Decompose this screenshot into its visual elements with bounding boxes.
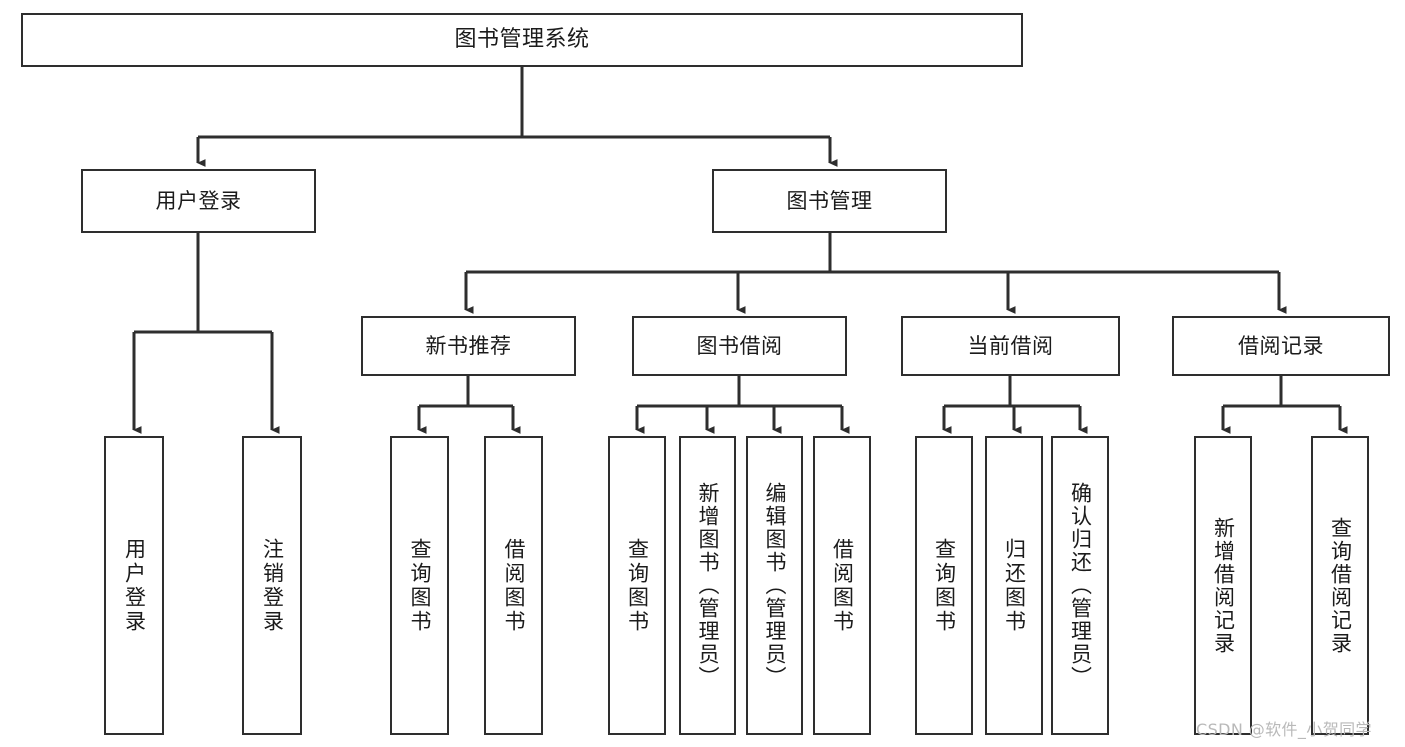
node-current-borrow[interactable]: 当前借阅: [901, 316, 1120, 376]
node-leaf-logout-label: 注销登录: [260, 537, 285, 634]
node-leaf-confirm-return-label: 确认归还（管理员）: [1068, 482, 1093, 689]
node-leaf-add-borrow-record[interactable]: 新增借阅记录: [1194, 436, 1252, 735]
node-borrow-record-label: 借阅记录: [1238, 333, 1324, 358]
node-root-label: 图书管理系统: [454, 27, 590, 53]
node-leaf-query-book-3[interactable]: 查询图书: [915, 436, 973, 735]
node-leaf-query-book-1[interactable]: 查询图书: [390, 436, 449, 735]
node-root[interactable]: 图书管理系统: [21, 13, 1023, 67]
node-new-book-recommend[interactable]: 新书推荐: [361, 316, 576, 376]
node-leaf-borrow-book-2-label: 借阅图书: [830, 537, 855, 634]
node-leaf-query-book-1-label: 查询图书: [408, 537, 432, 634]
node-leaf-edit-book-label: 编辑图书（管理员）: [763, 482, 787, 689]
node-leaf-borrow-book-1-label: 借阅图书: [502, 537, 526, 634]
node-leaf-borrow-book-2[interactable]: 借阅图书: [813, 436, 871, 735]
node-leaf-query-book-2[interactable]: 查询图书: [608, 436, 666, 735]
node-leaf-query-book-3-label: 查询图书: [932, 537, 957, 634]
node-leaf-add-book[interactable]: 新增图书（管理员）: [679, 436, 736, 735]
node-book-manage[interactable]: 图书管理: [712, 169, 947, 233]
node-leaf-return-book-label: 归还图书: [1002, 537, 1027, 634]
node-current-borrow-label: 当前借阅: [967, 333, 1054, 358]
node-leaf-return-book[interactable]: 归还图书: [985, 436, 1043, 735]
node-new-book-recommend-label: 新书推荐: [425, 333, 512, 358]
node-leaf-logout[interactable]: 注销登录: [242, 436, 302, 735]
node-leaf-query-borrow-record[interactable]: 查询借阅记录: [1311, 436, 1369, 735]
node-leaf-add-book-label: 新增图书（管理员）: [696, 482, 720, 689]
node-leaf-edit-book[interactable]: 编辑图书（管理员）: [746, 436, 803, 735]
node-book-borrow[interactable]: 图书借阅: [632, 316, 847, 376]
node-leaf-confirm-return[interactable]: 确认归还（管理员）: [1051, 436, 1109, 735]
node-borrow-record[interactable]: 借阅记录: [1172, 316, 1390, 376]
node-leaf-user-login-label: 用户登录: [122, 537, 147, 634]
node-book-manage-label: 图书管理: [786, 188, 873, 213]
node-user-login[interactable]: 用户登录: [81, 169, 316, 233]
node-leaf-add-borrow-record-label: 新增借阅记录: [1211, 516, 1236, 655]
node-leaf-borrow-book-1[interactable]: 借阅图书: [484, 436, 543, 735]
csdn-watermark: CSDN @软件_小贺同学: [1196, 720, 1372, 739]
node-user-login-label: 用户登录: [155, 188, 242, 213]
node-leaf-query-borrow-record-label: 查询借阅记录: [1328, 516, 1353, 655]
node-leaf-query-book-2-label: 查询图书: [625, 537, 650, 634]
node-leaf-user-login[interactable]: 用户登录: [104, 436, 164, 735]
node-book-borrow-label: 图书借阅: [696, 333, 783, 358]
